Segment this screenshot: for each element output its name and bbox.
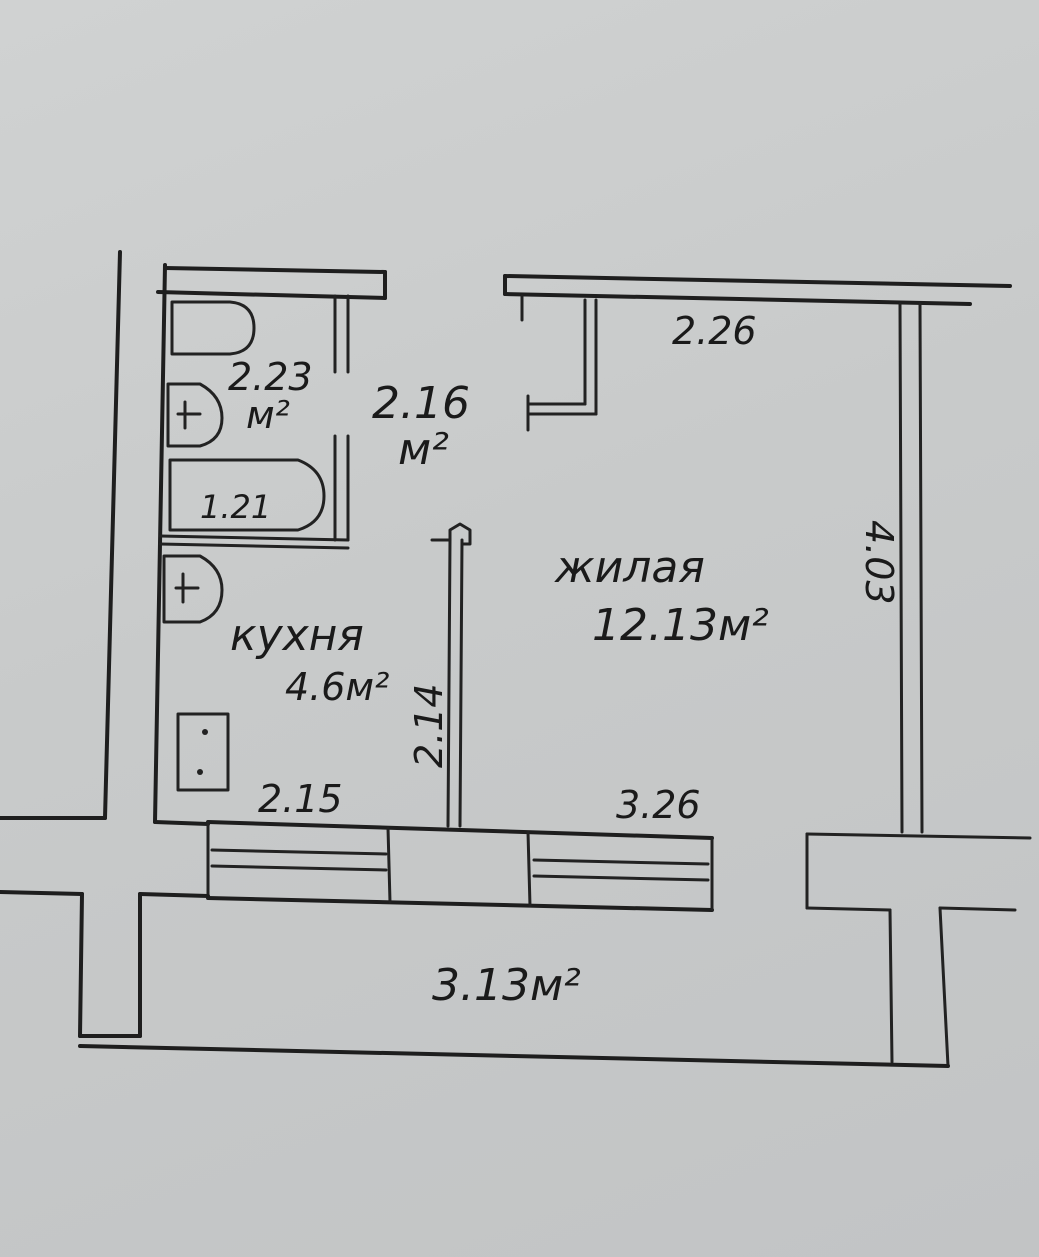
living-side-dimension: 4.03 (857, 520, 901, 605)
right-pier (805, 832, 1017, 1068)
living-top-dimension: 2.26 (672, 309, 757, 353)
bottom-wall-with-windows (153, 820, 714, 912)
living-area: 12.13м² (592, 600, 769, 651)
bathroom-partition-wall (158, 434, 350, 550)
living-right-wall (805, 302, 1032, 840)
kitchen-side-dimension: 2.14 (407, 683, 451, 768)
living-bottom-dimension: 3.26 (616, 783, 701, 827)
kitchen-partition-wall (430, 522, 472, 828)
bathroom-b-area: 1.21 (200, 488, 271, 526)
bathtub-fixture (170, 300, 256, 356)
loggia-area: 3.13м² (432, 960, 581, 1011)
bathtub-fixture-2 (168, 458, 326, 532)
kitchen-area: 4.6м² (285, 665, 389, 709)
bathroom-a-unit: м² (246, 393, 290, 437)
stove-fixture (176, 712, 230, 792)
left-outer-wall (0, 250, 122, 820)
hall-niche (526, 298, 598, 432)
living-name: жилая (554, 542, 705, 593)
hall-unit: м² (398, 424, 449, 475)
living-top-wall (503, 274, 1012, 322)
bathroom-a-area: 2.23 (228, 355, 313, 399)
kitchen-name: кухня (230, 610, 364, 661)
loggia-outline (0, 890, 950, 1068)
hall-area: 2.16 (372, 378, 470, 429)
bathroom-top-wall (156, 266, 387, 374)
kitchen-bottom-dimension: 2.15 (258, 777, 343, 821)
toilet-fixture (166, 382, 224, 448)
toilet-fixture-2 (162, 554, 224, 624)
